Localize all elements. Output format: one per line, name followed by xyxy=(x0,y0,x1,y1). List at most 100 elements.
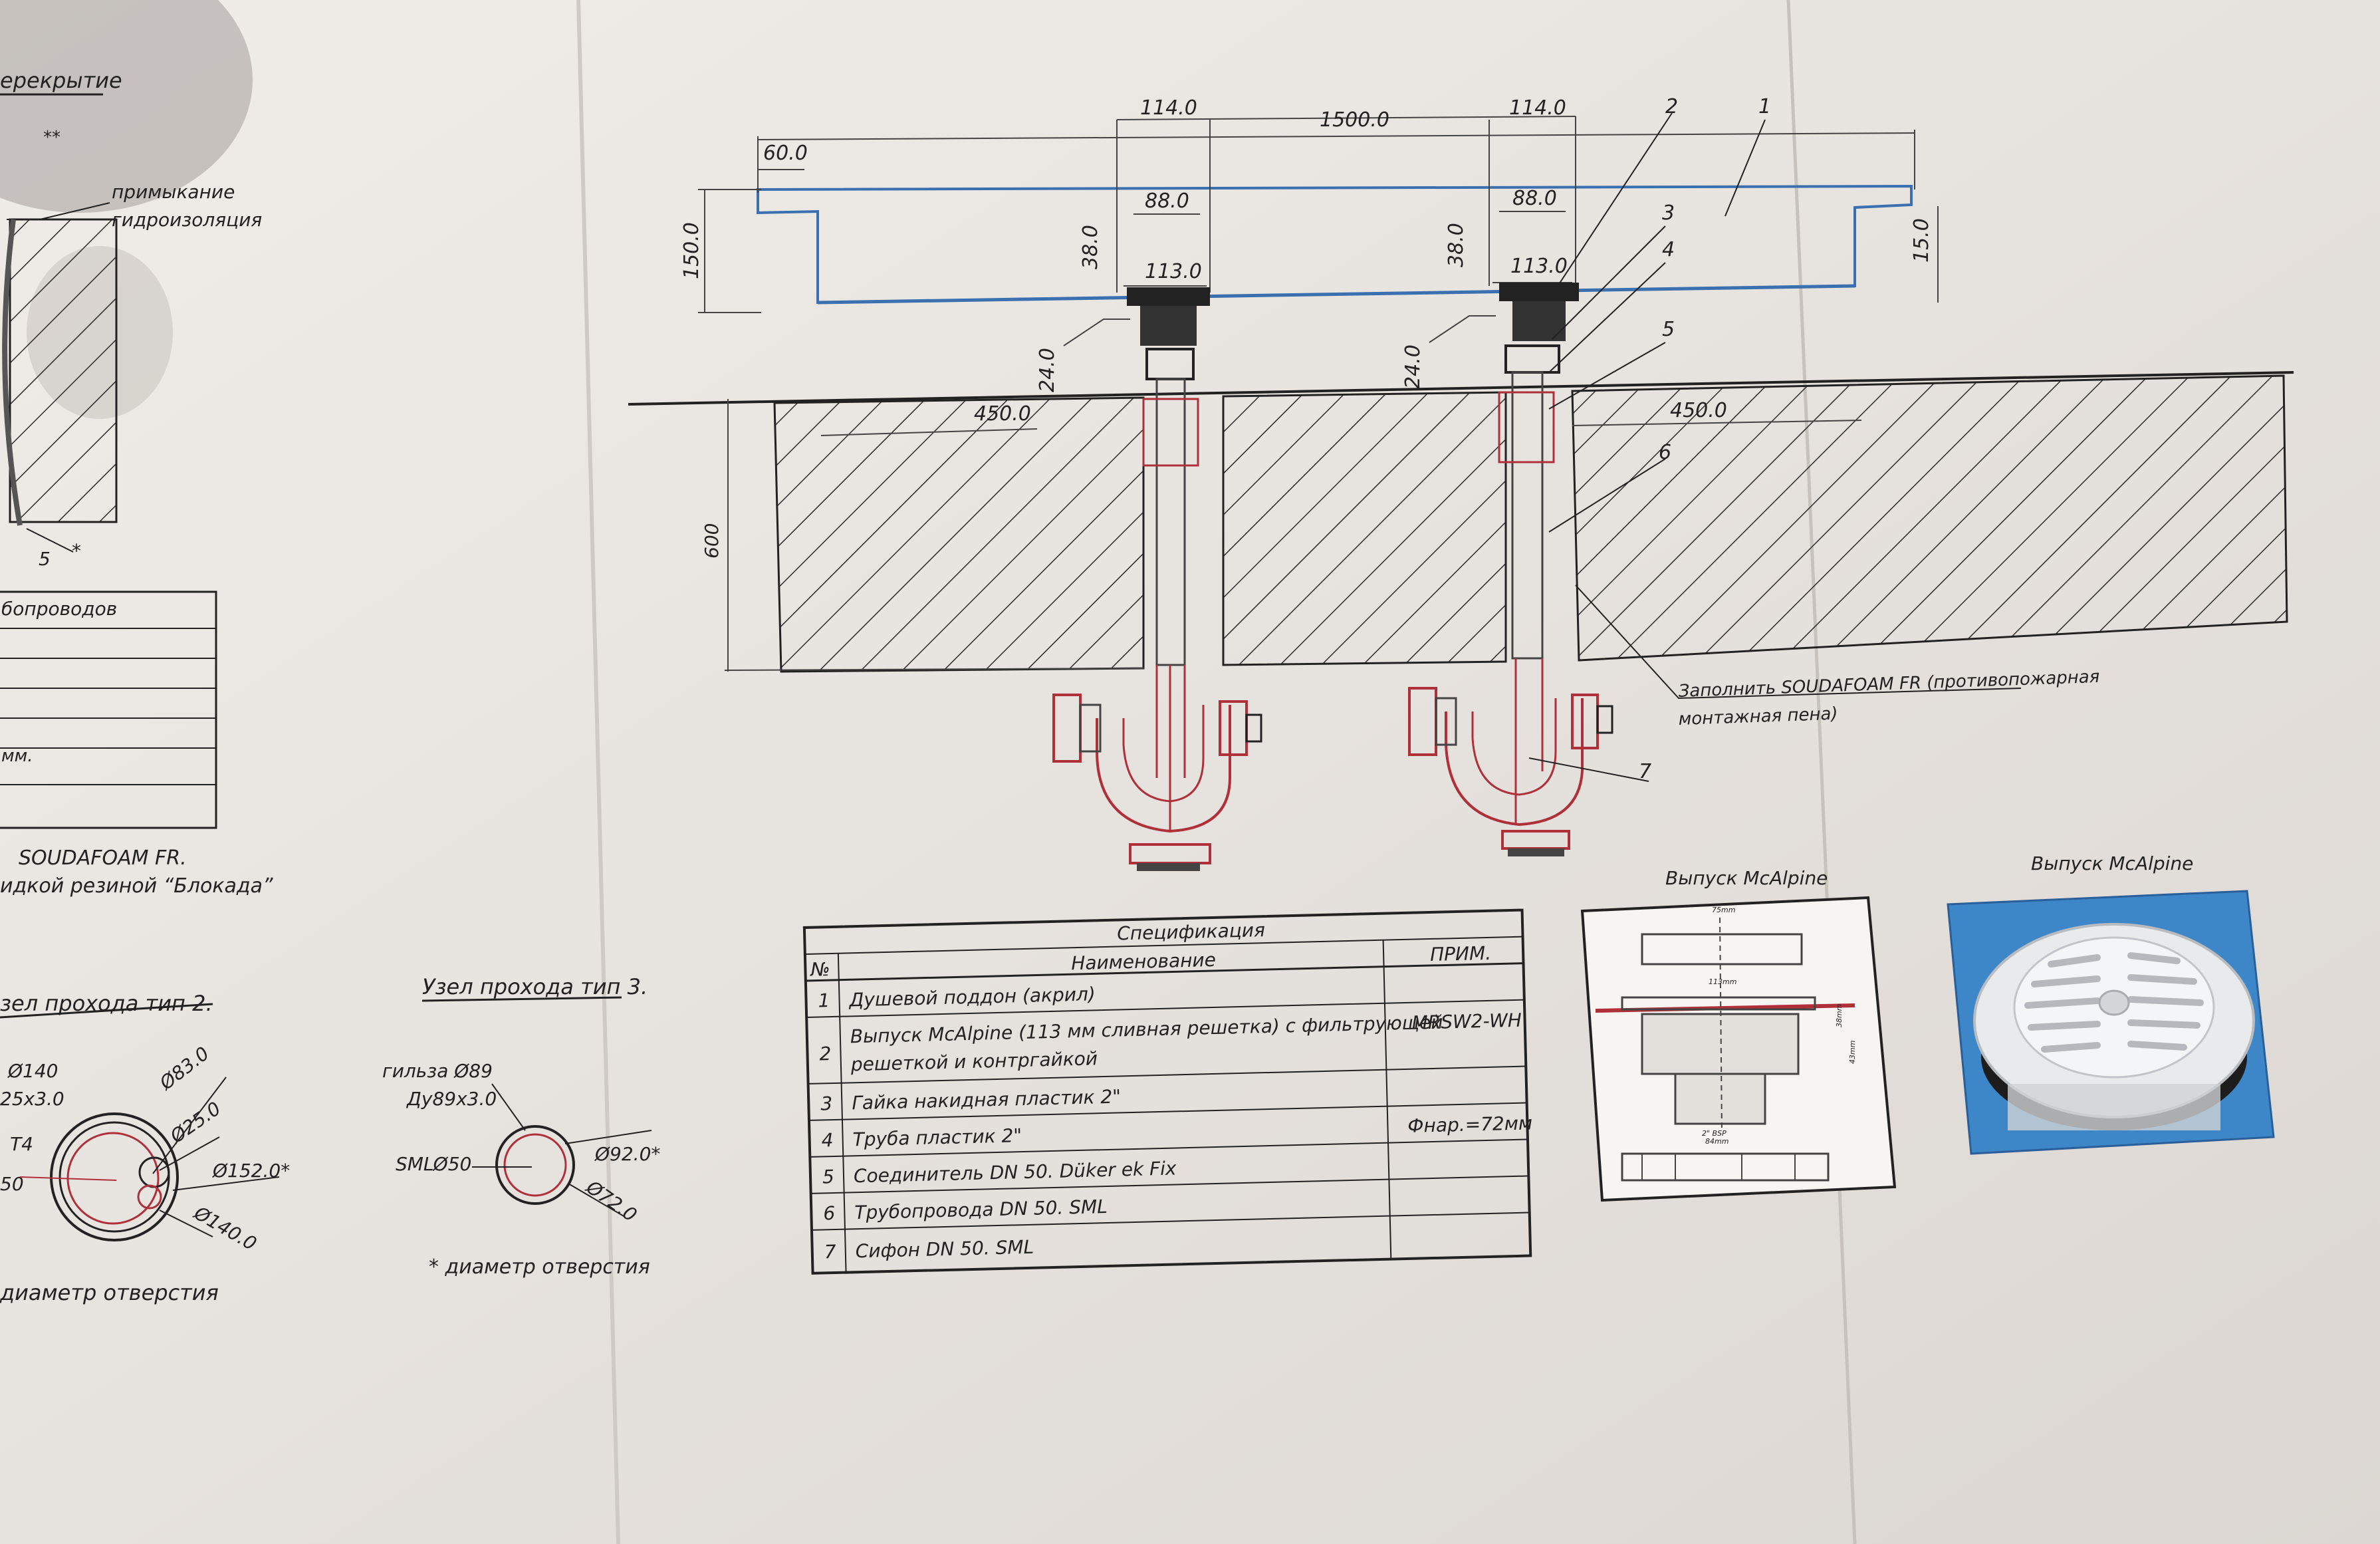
slab-left xyxy=(773,396,1145,673)
callout-3: 3 xyxy=(1662,201,1675,225)
slab-right xyxy=(1571,374,2288,662)
spec-title: Спецификация xyxy=(1117,919,1265,944)
note-soudafoam: SOUDAFOAM FR. xyxy=(19,846,187,870)
adjoin-label: примыкание xyxy=(112,181,235,203)
callout-7: 7 xyxy=(1639,760,1651,783)
drain-body-right xyxy=(1512,301,1566,341)
node2-d140-top: Ø140 xyxy=(7,1060,58,1082)
callout-6: 6 xyxy=(1659,441,1671,464)
dim-600: 600 xyxy=(701,523,723,559)
dim-150: 150.0 xyxy=(680,222,703,279)
dim-88-right: 88.0 xyxy=(1512,187,1557,210)
drain-left xyxy=(1052,287,1262,871)
double-star-mark: ** xyxy=(43,128,60,148)
pipe-table-partial: бопроводов мм. xyxy=(0,590,217,829)
node-type-3: Узел прохода тип 3. гильза Ø89 Ду89х3.0 … xyxy=(382,974,660,1279)
spec-col-note: ПРИМ. xyxy=(1430,942,1492,965)
mcalpine-dim-bottom: 84mm xyxy=(1705,1137,1728,1146)
node2-title: зел прохода тип 2. xyxy=(0,991,213,1016)
dim-114-right: 114.0 xyxy=(1509,96,1566,120)
dim-1500: 1500.0 xyxy=(1320,108,1389,132)
slab-middle xyxy=(1222,391,1507,666)
mcalpine-dim-thread: 2" BSP xyxy=(1702,1129,1726,1138)
node2-t4: Т4 xyxy=(10,1133,33,1155)
dim-15: 15.0 xyxy=(1910,218,1933,263)
note-rubber: идкой резиной “Блокада” xyxy=(0,874,273,898)
node3-dy: Ду89х3.0 xyxy=(406,1088,497,1110)
spec-row-4-name: Труба пластик 2" xyxy=(852,1124,1022,1150)
spec-row-6-no: 6 xyxy=(823,1202,836,1224)
left-panel: ерекрытие ** примыкание гидроизоляция 5 … xyxy=(0,68,660,1305)
spec-row-2-no: 2 xyxy=(819,1043,832,1065)
pipe-right xyxy=(1511,371,1544,660)
spec-row-4-note: Фнар.=72мм xyxy=(1407,1112,1532,1137)
node2-25x3: 25х3.0 xyxy=(0,1088,64,1110)
drain-body-left xyxy=(1140,306,1197,346)
shadow xyxy=(0,0,253,213)
mcalpine-dim-top: 75mm xyxy=(1712,906,1735,914)
node2-d152: Ø152.0* xyxy=(212,1160,290,1182)
connector-right xyxy=(1498,391,1555,463)
dim-60: 60.0 xyxy=(763,142,808,165)
drain-body xyxy=(2008,1084,2220,1130)
spec-row-4-no: 4 xyxy=(821,1129,834,1151)
node3-d92: Ø92.0* xyxy=(594,1143,660,1165)
node2-d50: 50 xyxy=(0,1173,24,1195)
node3-footnote: * диаметр отверстия xyxy=(429,1255,650,1279)
table-row-mm: мм. xyxy=(1,746,33,766)
spec-col-name: Наименование xyxy=(1071,949,1216,974)
spec-row-5-no: 5 xyxy=(822,1166,835,1188)
spec-row-7-no: 7 xyxy=(824,1241,836,1263)
node2-sleeve-outer xyxy=(50,1112,179,1241)
callout-5-left: 5 xyxy=(39,548,51,570)
spec-row-1-no: 1 xyxy=(818,989,830,1011)
mcalpine-photo: Выпуск McAlpine xyxy=(1947,852,2275,1155)
spec-row-3-no: 3 xyxy=(820,1093,833,1114)
dim-113-right: 113.0 xyxy=(1510,255,1568,278)
spec-col-no: № xyxy=(809,958,830,981)
dim-38-left: 38.0 xyxy=(1079,225,1102,269)
fold-line xyxy=(576,0,620,1544)
node2-small-pipe-red xyxy=(137,1184,162,1210)
section-drawing: 60.0 114.0 1500.0 114.0 88.0 88.0 113.0 … xyxy=(628,95,2294,871)
callout-5: 5 xyxy=(1662,318,1675,341)
node3-sleeve-circle xyxy=(495,1125,575,1205)
callout-2: 2 xyxy=(1665,95,1678,118)
callout-1: 1 xyxy=(1758,95,1771,118)
dim-24-right: 24.0 xyxy=(1401,344,1425,389)
drain-right xyxy=(1408,283,1613,856)
connector-left xyxy=(1142,398,1199,467)
node3-sml: SMLØ50 xyxy=(396,1153,471,1175)
drain-grate-right xyxy=(1499,283,1579,301)
dim-24-left: 24.0 xyxy=(1036,348,1059,392)
mcalpine-photo-title: Выпуск McAlpine xyxy=(2031,852,2193,874)
mcalpine-dim-113: 113mm xyxy=(1709,977,1736,986)
mcalpine-dim-side1: 38mm xyxy=(1835,1004,1844,1027)
wall-section xyxy=(9,218,118,523)
left-heading: ерекрытие xyxy=(0,68,122,93)
dim-450-right: 450.0 xyxy=(1670,399,1727,422)
dim-450-left: 450.0 xyxy=(974,402,1031,426)
node3-sleeve: гильза Ø89 xyxy=(382,1060,493,1082)
dim-114-left: 114.0 xyxy=(1140,96,1197,120)
siphon-right xyxy=(1445,698,1584,827)
siphon-left xyxy=(1096,705,1231,833)
mcalpine-drawing-title: Выпуск McAlpine xyxy=(1665,867,1828,889)
node3-title: Узел прохода тип 3. xyxy=(422,974,648,999)
node2-footnote: диаметр отверстия xyxy=(0,1280,219,1305)
waterproof-label: гидроизоляция xyxy=(112,209,262,231)
grate-screw xyxy=(2098,989,2130,1016)
node3-pipe-circle xyxy=(503,1133,567,1197)
drain-grate-left xyxy=(1127,287,1210,306)
callout-star-left: * xyxy=(72,540,81,562)
table-header-partial: бопроводов xyxy=(1,598,117,620)
mcalpine-dim-side2: 43mm xyxy=(1848,1041,1857,1064)
mcalpine-drawing: Выпуск McAlpine 75mm 113mm 38mm 43mm 2" … xyxy=(1580,867,1897,1202)
callout-4: 4 xyxy=(1662,238,1675,261)
spec-row-2-note: MRSW2-WH xyxy=(1411,1009,1522,1034)
fold-line xyxy=(1786,0,1857,1544)
dim-38-right: 38.0 xyxy=(1445,223,1468,267)
dim-88-left: 88.0 xyxy=(1145,190,1189,213)
